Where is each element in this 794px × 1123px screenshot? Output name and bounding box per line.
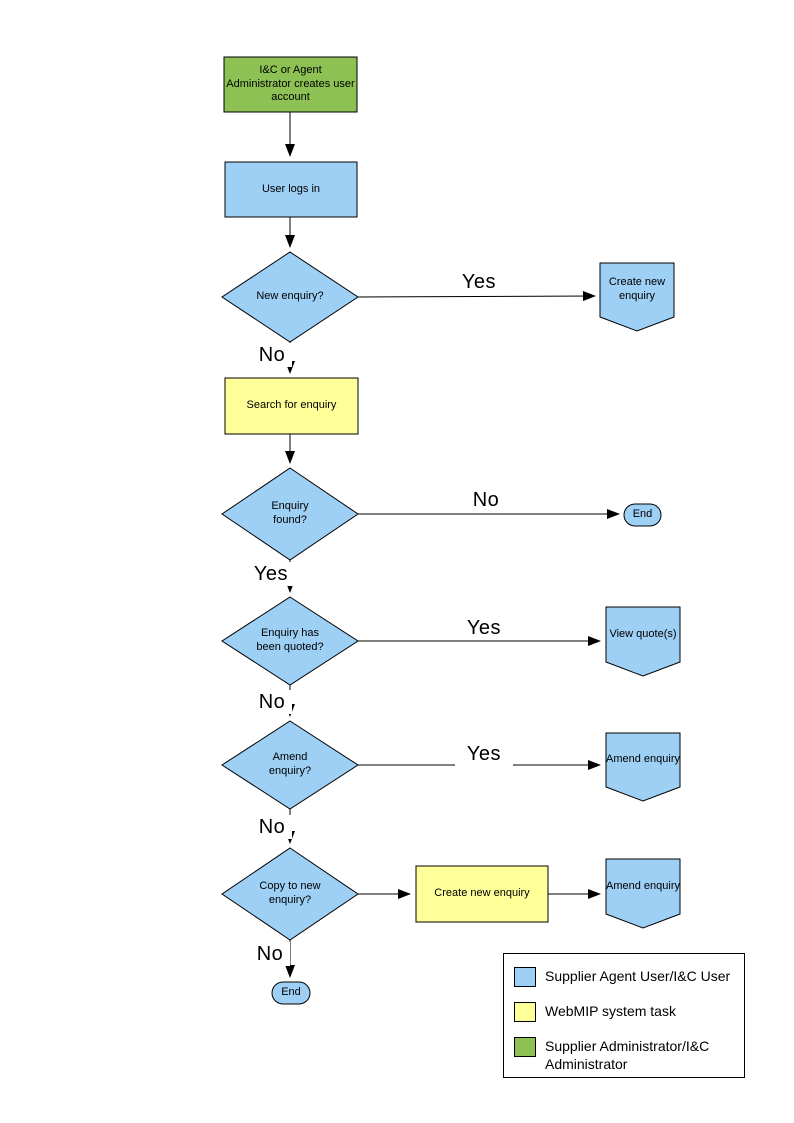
node-admin-creates-account-shape [223, 56, 358, 113]
decision-new-enquiry-shape [221, 251, 359, 343]
offpage-amend-enquiry-1-shape [605, 732, 681, 802]
terminator-end-2-label: End [281, 986, 301, 999]
decision-enquiry-quoted-shape [221, 596, 359, 686]
decision-amend-enquiry-shape [221, 720, 359, 810]
edge-label-new-enquiry-no: No [252, 343, 292, 367]
terminator-end-1-label: End [632, 508, 653, 521]
terminator-end-1-shape [623, 503, 662, 527]
edge-label-amend-yes: Yes [455, 742, 513, 766]
edge-label-copy-no: No [250, 942, 290, 966]
node-search-for-enquiry-shape [224, 377, 359, 435]
legend-label-system: WebMIP system task [545, 1003, 676, 1019]
legend-item-admin: Supplier Administrator/I&C Administrator [514, 1037, 740, 1073]
connector-newenquiry-yes [357, 291, 596, 302]
node-user-logs-in-label: User logs in [261, 182, 321, 195]
legend-label-admin: Supplier Administrator/I&C Administrator [545, 1038, 710, 1072]
node-search-for-enquiry-label: Search for enquiry [246, 399, 337, 412]
offpage-create-new-enquiry-shape [599, 262, 675, 332]
decision-enquiry-found-label: Enquiry found? [271, 500, 309, 526]
edge-label-amend-no: No [252, 815, 292, 839]
offpage-view-quotes-shape [605, 606, 681, 677]
offpage-amend-enquiry-1-label: Amend enquiry [606, 753, 680, 766]
terminator-end-2-shape [271, 981, 311, 1005]
edge-label-new-enquiry-yes: Yes [450, 270, 508, 294]
decision-enquiry-found-shape [221, 467, 359, 561]
decision-copy-to-new-enquiry-shape [221, 847, 359, 941]
edge-label-quoted-yes: Yes [455, 616, 513, 640]
legend-swatch-user-icon [514, 967, 536, 987]
edge-label-enquiry-found-yes: Yes [246, 562, 296, 586]
decision-copy-to-new-enquiry-label: Copy to new enquiry? [259, 880, 321, 906]
decision-enquiry-quoted-label: Enquiry has been quoted? [256, 627, 324, 653]
decision-new-enquiry-label: New enquiry? [256, 290, 324, 303]
decision-amend-enquiry-label: Amend enquiry? [268, 751, 312, 777]
offpage-amend-enquiry-2-label: Amend enquiry [606, 879, 680, 892]
node-create-new-enquiry-task-shape [415, 865, 549, 923]
legend-swatch-admin-icon [514, 1037, 536, 1057]
legend-item-system: WebMIP system task [514, 1002, 740, 1022]
node-user-logs-in-shape [224, 161, 358, 218]
node-admin-creates-account-label: I&C or Agent Administrator creates user … [226, 63, 355, 104]
legend-label-user: Supplier Agent User/I&C User [545, 968, 731, 984]
legend-swatch-system-icon [514, 1002, 536, 1022]
offpage-view-quotes-label: View quote(s) [609, 627, 677, 640]
legend-item-user: Supplier Agent User/I&C User [514, 967, 740, 987]
legend: Supplier Agent User/I&C User WebMIP syst… [503, 953, 745, 1078]
edge-label-quoted-no: No [252, 690, 292, 714]
edge-label-enquiry-found-no: No [462, 488, 510, 512]
offpage-create-new-enquiry-label: Create new enquiry [608, 276, 666, 302]
node-create-new-enquiry-task-label: Create new enquiry [434, 887, 530, 900]
offpage-amend-enquiry-2-shape [605, 858, 681, 929]
